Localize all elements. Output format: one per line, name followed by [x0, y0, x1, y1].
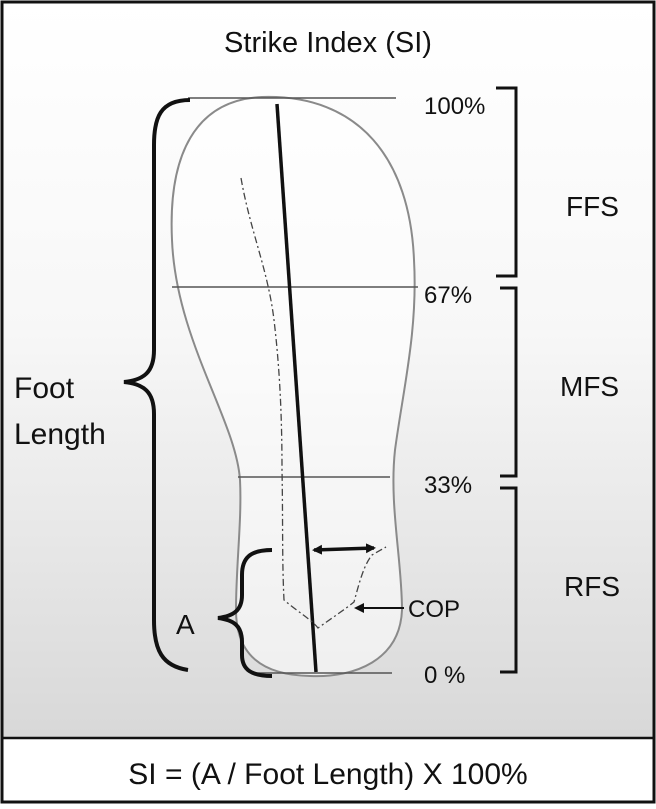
ffs-bracket — [496, 86, 518, 278]
a-width-arrow — [312, 543, 376, 555]
foot-length-label-line2: Length — [14, 418, 106, 451]
si-formula: SI = (A / Foot Length) X 100% — [128, 758, 527, 791]
label-100-percent: 100% — [424, 93, 485, 120]
a-label: A — [176, 609, 195, 640]
label-33-percent: 33% — [424, 472, 472, 499]
zone-ffs-label: FFS — [566, 191, 619, 222]
zone-mfs-label: MFS — [560, 371, 619, 402]
label-67-percent: 67% — [424, 282, 472, 309]
foot-length-brace — [123, 98, 191, 672]
mfs-bracket — [500, 286, 518, 478]
label-0-percent: 0 % — [424, 662, 465, 689]
foot-length-label-line1: Foot — [14, 372, 75, 405]
foot-axis-line — [275, 103, 318, 673]
zone-rfs-label: RFS — [564, 571, 620, 602]
diagram-title: Strike Index (SI) — [224, 27, 432, 59]
cop-label: COP — [408, 596, 460, 623]
cop-path — [240, 177, 387, 629]
a-brace — [217, 548, 273, 678]
foot-outline — [170, 95, 416, 678]
rfs-bracket — [500, 486, 518, 674]
